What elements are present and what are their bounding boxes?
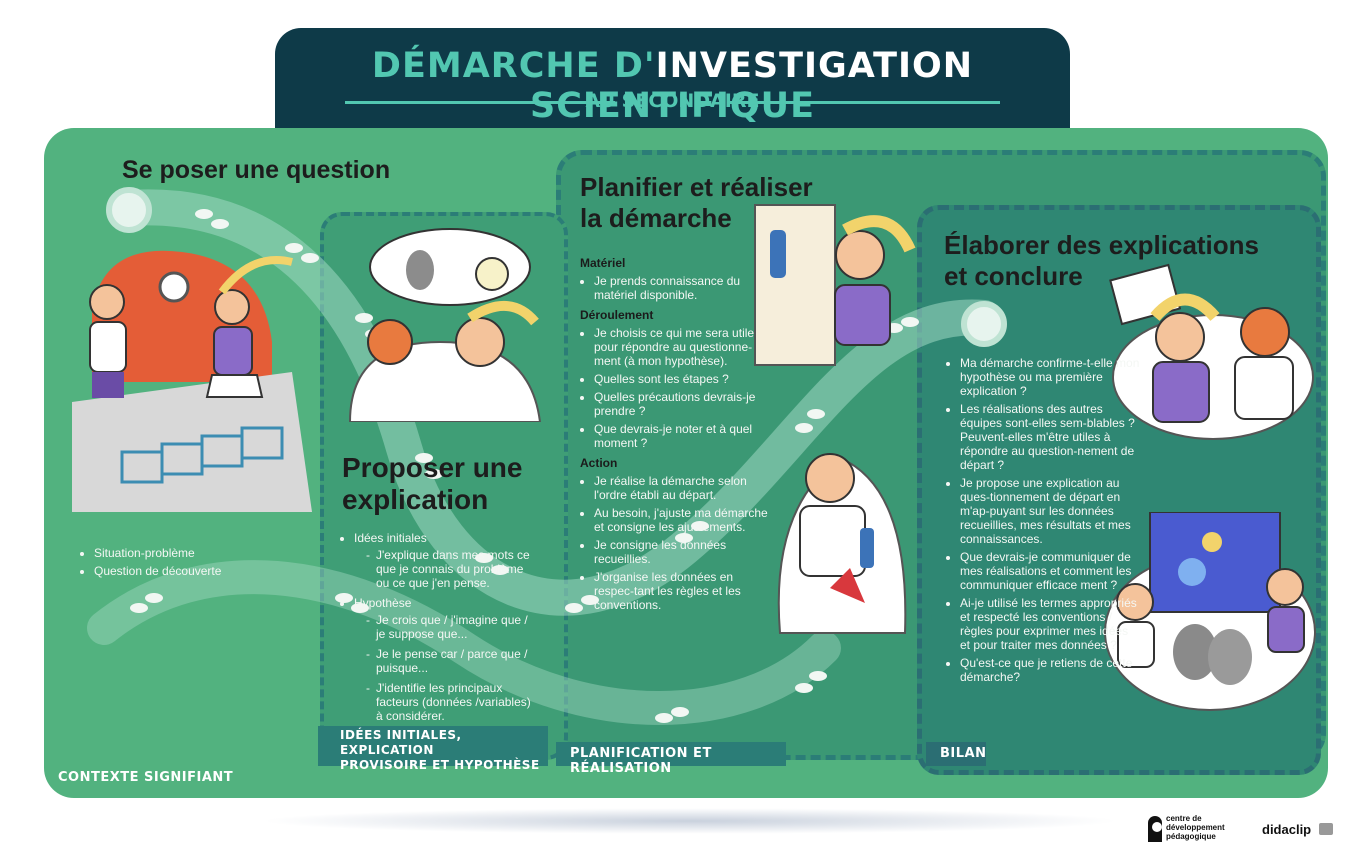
subtitle-row: AU SECONDAIRE xyxy=(275,90,1070,114)
heading-se-poser-question: Se poser une question xyxy=(122,156,391,184)
label-bilan: BILAN xyxy=(926,742,986,766)
subheading-deroulement: Déroulement xyxy=(580,308,654,322)
sub-item: Je crois que / j'imagine que / je suppos… xyxy=(366,613,540,641)
sub-item: Je le pense car / parce que / puisque... xyxy=(366,647,540,675)
list-item: Je prends connaissance du matériel dispo… xyxy=(594,274,770,302)
heading-elaborer-conclure: Élaborer des explications et conclure xyxy=(944,230,1260,291)
list-item: Ma démarche confirme-t-elle mon hypothès… xyxy=(960,356,1141,398)
illustration-thinking-kids xyxy=(348,228,542,422)
illustration-girl-pegboard xyxy=(754,204,916,366)
list-item: Les réalisations des autres équipes sont… xyxy=(960,402,1141,472)
heading-proposer-explication: Proposer une explication xyxy=(342,452,523,515)
list-item: Je consigne les données recueillies. xyxy=(594,538,770,566)
cdp-logo: centre de développement pédagogique xyxy=(1148,814,1248,846)
section2-list: Idées initiales J'explique dans mes mots… xyxy=(340,531,540,729)
subheading-action: Action xyxy=(580,456,618,470)
poster-title: DÉMARCHE D'INVESTIGATION SCIENTIFIQUE xyxy=(371,46,974,126)
subtitle-rule-right xyxy=(730,101,1000,104)
path-end-circle xyxy=(961,301,1007,347)
list-item: Question de découverte xyxy=(94,564,250,578)
list-item: Quelles sont les étapes ? xyxy=(594,372,770,386)
illustration-hopscotch-kids xyxy=(72,250,312,512)
didaclip-icon xyxy=(1319,823,1333,835)
sub-item: J'explique dans mes mots ce que je conna… xyxy=(366,548,540,590)
cdp-logo-text: centre de développement pédagogique xyxy=(1166,814,1225,841)
path-start-circle xyxy=(106,187,152,233)
label-contexte-signifiant: CONTEXTE SIGNIFIANT xyxy=(58,770,234,785)
sub-item: J'identifie les principaux facteurs (don… xyxy=(366,681,540,723)
list-item: Je réalise la démarche selon l'ordre éta… xyxy=(594,474,770,502)
subtitle-rule-left xyxy=(345,101,615,104)
list-item: Au besoin, j'ajuste ma démarche et consi… xyxy=(594,506,770,534)
list-item: Je choisis ce qui me sera utile pour rép… xyxy=(594,326,770,368)
board-shadow xyxy=(260,808,1120,834)
list-item: J'organise les données en respec-tant le… xyxy=(594,570,770,612)
section3-content: Matériel Je prends connaissance du matér… xyxy=(580,250,770,616)
poster-subtitle: AU SECONDAIRE xyxy=(585,90,760,112)
list-item: Je propose une explication au ques-tionn… xyxy=(960,476,1141,546)
list-item: Ai-je utilisé les termes appropriés et r… xyxy=(960,596,1141,652)
label-idees-initiales: IDÉES INITIALES, EXPLICATION PROVISOIRE … xyxy=(318,726,548,772)
list-item: Qu'est-ce que je retiens de cette démarc… xyxy=(960,656,1141,684)
illustration-boy-experiment xyxy=(777,453,907,634)
section1-list: Situation-problème Question de découvert… xyxy=(80,546,250,582)
list-item: Hypothèse Je crois que / j'imagine que /… xyxy=(354,596,540,723)
list-item: Situation-problème xyxy=(94,546,250,560)
section4-list: Ma démarche confirme-t-elle mon hypothès… xyxy=(946,356,1141,688)
cdp-logo-icon xyxy=(1148,816,1162,842)
list-item: Que devrais-je communiquer de mes réalis… xyxy=(960,550,1141,592)
illustration-presentation xyxy=(1104,512,1316,711)
subheading-materiel: Matériel xyxy=(580,256,626,270)
heading-planifier-realiser: Planifier et réaliser la démarche xyxy=(580,172,813,233)
list-item: Quelles précautions devrais-je prendre ? xyxy=(594,390,770,418)
list-item: Que devrais-je noter et à quel moment ? xyxy=(594,422,770,450)
didaclip-logo: didaclip xyxy=(1262,822,1312,837)
list-item: Idées initiales J'explique dans mes mots… xyxy=(354,531,540,590)
illustration-cheering-kids xyxy=(1109,263,1314,440)
label-planification: PLANIFICATION ET RÉALISATION xyxy=(556,742,786,776)
title-banner: DÉMARCHE D'INVESTIGATION SCIENTIFIQUE AU… xyxy=(275,28,1070,132)
